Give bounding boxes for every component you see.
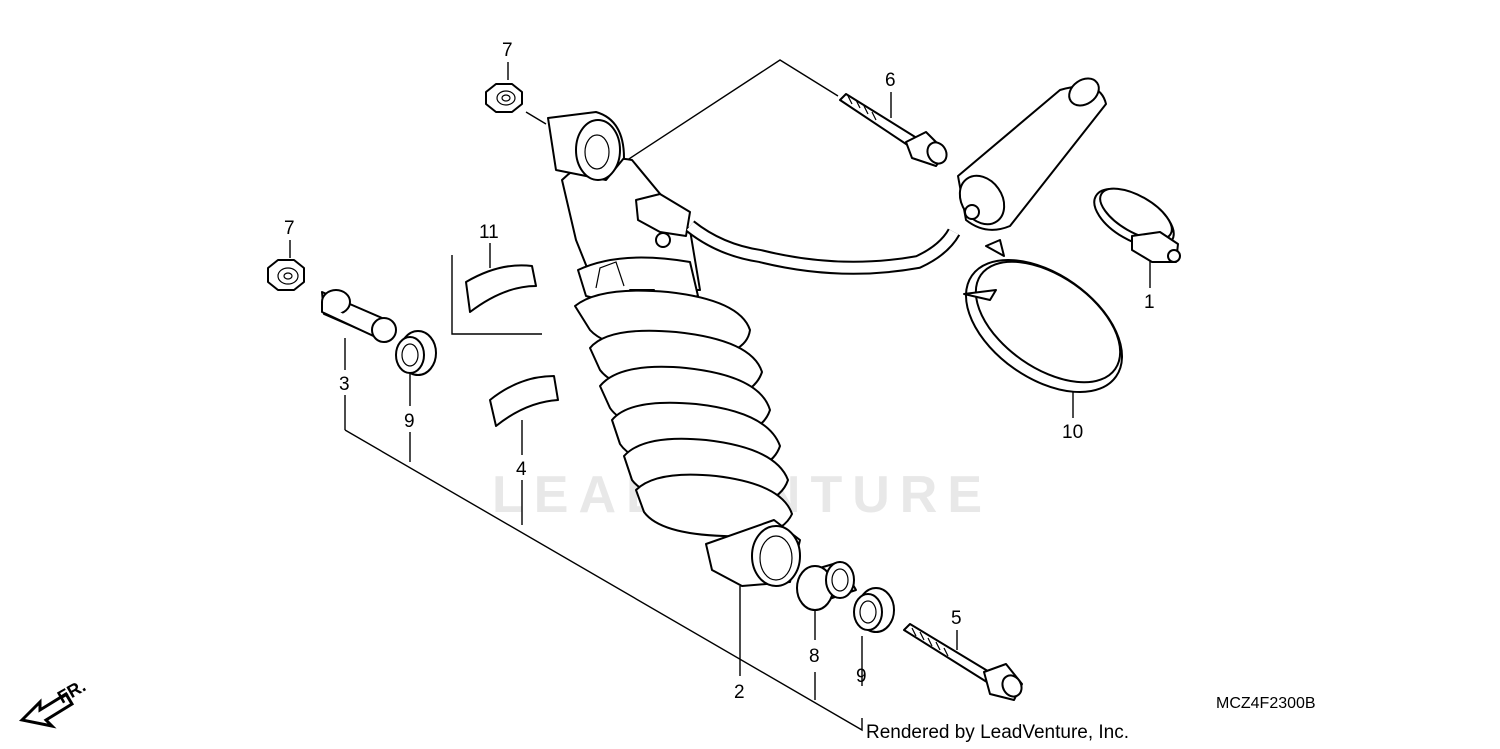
callout-7-left: 7 <box>284 218 295 239</box>
callout-4: 4 <box>516 459 527 480</box>
part-7-nut-left <box>267 259 305 291</box>
diagram-code: MCZ4F2300B <box>1216 695 1316 712</box>
part-2-shock-absorber <box>547 111 801 587</box>
callout-10: 10 <box>1062 422 1083 443</box>
part-7-nut-top <box>485 83 523 113</box>
callout-1: 1 <box>1144 292 1155 313</box>
callout-2: 2 <box>734 682 745 703</box>
part-reservoir <box>685 77 1107 275</box>
part-8-bearing <box>796 561 857 611</box>
callout-3: 3 <box>339 374 350 395</box>
callout-numbers: 7 6 7 11 1 3 9 10 4 5 8 9 2 <box>284 40 1155 703</box>
callout-9-left: 9 <box>404 411 415 432</box>
part-5-bolt <box>903 623 1023 701</box>
callout-9-lower: 9 <box>856 666 867 687</box>
callout-7-top: 7 <box>502 40 513 61</box>
part-1-band-clip <box>1093 187 1181 263</box>
render-credit: Rendered by LeadVenture, Inc. <box>866 722 1129 743</box>
callout-6: 6 <box>885 70 896 91</box>
part-10-band <box>963 239 1124 394</box>
part-11-pad <box>465 264 537 313</box>
part-6-bolt <box>839 93 948 167</box>
part-4-pad <box>489 375 559 427</box>
callout-8: 8 <box>809 646 820 667</box>
part-9-seal-lower <box>853 587 895 633</box>
part-3-collar <box>321 289 397 343</box>
leader-lines <box>289 59 1151 732</box>
callout-5: 5 <box>951 608 962 629</box>
part-9-seal-left <box>395 330 437 376</box>
callout-11: 11 <box>479 222 499 243</box>
front-direction-arrow: FR. <box>18 676 89 729</box>
